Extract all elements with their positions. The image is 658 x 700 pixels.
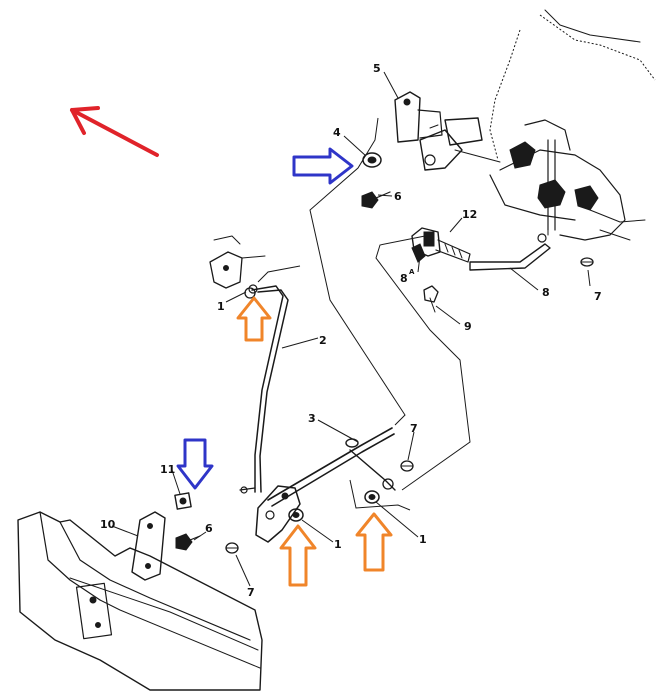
nut-4 bbox=[362, 152, 382, 168]
red-direction-arrow bbox=[70, 106, 159, 157]
transmission-housing bbox=[489, 9, 656, 241]
part-label-5: 5 bbox=[373, 62, 381, 75]
clip-7-upper bbox=[580, 257, 594, 267]
fastener-1-lower bbox=[288, 508, 304, 522]
bushing-11 bbox=[174, 492, 192, 510]
part-label-1-lower: 1 bbox=[334, 538, 342, 551]
blue-arrow-right bbox=[292, 147, 354, 185]
frame-rail bbox=[17, 511, 263, 691]
fastener-1-right bbox=[364, 490, 380, 504]
leader-lines bbox=[111, 71, 591, 587]
lever-12 bbox=[411, 224, 551, 271]
bolt-9 bbox=[423, 285, 439, 313]
part-label-6-lower: 6 bbox=[205, 522, 213, 535]
shift-rod-3 bbox=[267, 427, 396, 507]
clip-7-lower bbox=[225, 542, 239, 554]
part-label-4: 4 bbox=[333, 126, 341, 139]
shift-rod-2 bbox=[248, 284, 289, 493]
bolt-6-upper bbox=[361, 191, 391, 209]
part-label-11: 11 bbox=[160, 463, 175, 476]
part-label-8a-sub: A bbox=[409, 268, 415, 276]
part-label-2: 2 bbox=[319, 334, 327, 347]
upper-mount-bracket bbox=[394, 91, 501, 171]
part-label-7-upper: 7 bbox=[594, 290, 602, 303]
part-label-8a: 8 bbox=[400, 272, 408, 285]
bellcrank-lower bbox=[239, 485, 301, 543]
part-label-7-mid: 7 bbox=[410, 422, 418, 435]
part-label-1-right: 1 bbox=[419, 533, 427, 546]
bracket-10 bbox=[129, 511, 166, 581]
rod-upper-bracket bbox=[209, 235, 266, 289]
blue-arrow-down bbox=[176, 438, 214, 490]
part-label-8: 8 bbox=[542, 286, 550, 299]
part-label-7-lower: 7 bbox=[247, 586, 255, 599]
bolt-6-lower bbox=[175, 533, 201, 551]
clip-7-mid bbox=[400, 460, 414, 472]
part-label-9: 9 bbox=[464, 320, 472, 333]
part-label-1-upper: 1 bbox=[217, 300, 225, 313]
pivot-8a bbox=[411, 243, 426, 263]
part-label-6-upper: 6 bbox=[394, 190, 402, 203]
orange-arrow-up-right bbox=[355, 512, 393, 572]
orange-arrow-up-upper bbox=[236, 296, 272, 342]
part-label-3: 3 bbox=[308, 412, 316, 425]
part-label-12: 12 bbox=[462, 208, 477, 221]
part-label-10: 10 bbox=[100, 518, 116, 531]
orange-arrow-up-center bbox=[279, 524, 317, 587]
